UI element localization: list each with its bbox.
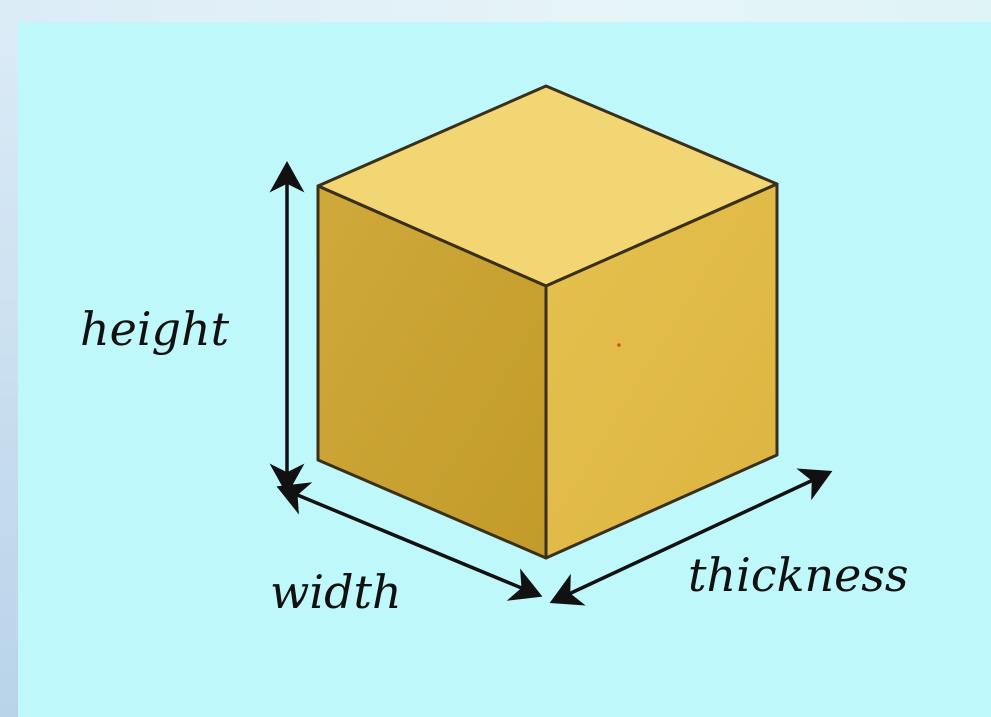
width-label: width <box>270 565 402 619</box>
cube-marker-dot <box>617 343 621 347</box>
height-label: height <box>80 302 230 356</box>
thickness-label: thickness <box>688 548 909 602</box>
